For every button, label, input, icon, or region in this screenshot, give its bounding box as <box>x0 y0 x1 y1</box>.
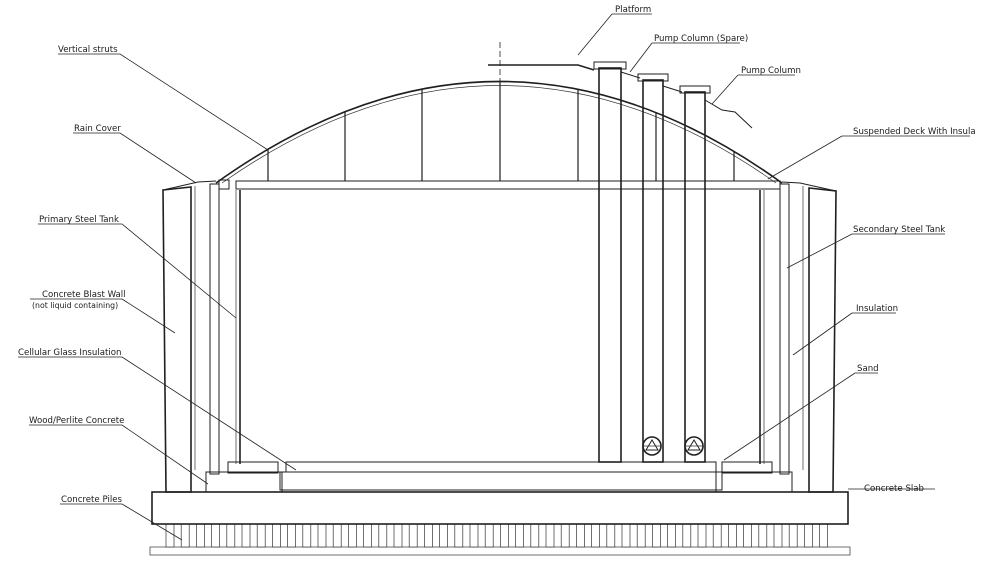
label-secondary-steel-tank: Secondary Steel Tank <box>853 225 945 235</box>
label-concrete-blast-wall: Concrete Blast Wall <box>42 290 126 300</box>
label-concrete-piles: Concrete Piles <box>61 495 123 505</box>
concrete-pile <box>439 523 448 548</box>
concrete-pile <box>728 523 737 548</box>
concrete-pile <box>180 523 190 548</box>
secondary-tank-wall-right <box>779 183 790 475</box>
concrete-piles <box>165 523 828 548</box>
concrete-pile <box>743 523 752 548</box>
label-concrete-slab: Concrete Slab <box>864 484 924 494</box>
ground-hatch <box>149 546 851 556</box>
concrete-pile <box>545 523 555 548</box>
pump-column-2 <box>679 85 711 463</box>
concrete-pile <box>804 523 813 548</box>
concrete-slab <box>151 491 849 525</box>
concrete-pile <box>788 523 798 548</box>
concrete-pile <box>469 523 479 548</box>
concrete-pile <box>256 523 266 548</box>
wood-perlite-concrete-left-top <box>227 461 279 474</box>
suspended-deck <box>235 180 781 190</box>
secondary-tank-wall-left <box>209 183 220 475</box>
concrete-pile <box>393 523 403 548</box>
label-platform: Platform <box>615 5 651 15</box>
label-vertical-struts: Vertical struts <box>58 45 118 55</box>
concrete-pile <box>348 523 357 548</box>
concrete-pile <box>272 523 281 548</box>
concrete-pile <box>652 523 661 548</box>
concrete-pile <box>363 523 372 548</box>
concrete-pile <box>621 523 631 548</box>
concrete-pile <box>606 523 616 548</box>
concrete-pile <box>332 523 342 548</box>
concrete-pile <box>591 523 600 548</box>
concrete-pile <box>165 523 175 548</box>
wood-perlite-concrete-right <box>715 471 793 493</box>
rain-cover-left <box>162 180 217 191</box>
concrete-pile <box>484 523 494 548</box>
label-cellular-glass-insulation: Cellular Glass Insulation <box>18 348 121 358</box>
sand-layer <box>285 461 717 473</box>
vertical-struts <box>267 81 735 181</box>
concrete-pile <box>500 523 509 548</box>
concrete-pile <box>560 523 570 548</box>
concrete-pile <box>773 523 783 548</box>
concrete-pile <box>576 523 585 548</box>
concrete-pile <box>515 523 524 548</box>
concrete-pile <box>424 523 433 548</box>
concrete-pile <box>454 523 464 548</box>
label-sand: Sand <box>857 364 879 374</box>
concrete-pile <box>241 523 251 548</box>
concrete-pile <box>211 523 220 548</box>
label-primary-steel-tank: Primary Steel Tank <box>39 215 119 225</box>
concrete-pile <box>302 523 312 548</box>
concrete-pile <box>287 523 296 548</box>
label-insulation: Insulation <box>856 304 898 314</box>
cellular-glass-insulation <box>279 471 723 491</box>
concrete-pile <box>758 523 768 548</box>
wood-perlite-concrete-right-top <box>721 461 773 474</box>
label-pump-column-spare: Pump Column (Spare) <box>654 34 748 44</box>
label-rain-cover: Rain Cover <box>74 124 121 134</box>
concrete-pile <box>697 523 707 548</box>
concrete-blast-wall-left <box>162 186 192 493</box>
dome-roof-inner <box>221 85 777 184</box>
label-wood-perlite-concrete: Wood/Perlite Concrete <box>29 416 124 426</box>
concrete-pile <box>712 523 722 548</box>
concrete-pile <box>226 523 236 548</box>
concrete-pile <box>682 523 692 548</box>
pump-left <box>642 436 662 456</box>
label-concrete-blast-wall-note: (not liquid containing) <box>32 301 118 310</box>
deck-end-block-left <box>218 179 230 190</box>
wood-perlite-concrete-left <box>205 471 283 493</box>
concrete-pile <box>378 523 388 548</box>
concrete-pile <box>408 523 418 548</box>
pump-column-spare <box>637 73 669 463</box>
label-suspended-deck: Suspended Deck With Insula <box>853 127 976 137</box>
pump-right <box>684 436 704 456</box>
concrete-pile <box>819 523 828 548</box>
rain-cover-right <box>781 181 837 192</box>
ground-and-piles <box>149 523 851 556</box>
label-pump-column: Pump Column <box>741 66 801 76</box>
concrete-blast-wall-right <box>808 187 837 493</box>
dome-roof-outer <box>215 80 783 184</box>
pump-column-1 <box>593 61 627 463</box>
concrete-pile <box>530 523 540 548</box>
concrete-pile <box>196 523 205 548</box>
leader-lines <box>18 13 970 541</box>
platform <box>488 42 753 129</box>
concrete-pile <box>667 523 676 548</box>
concrete-pile <box>636 523 646 548</box>
concrete-pile <box>317 523 327 548</box>
